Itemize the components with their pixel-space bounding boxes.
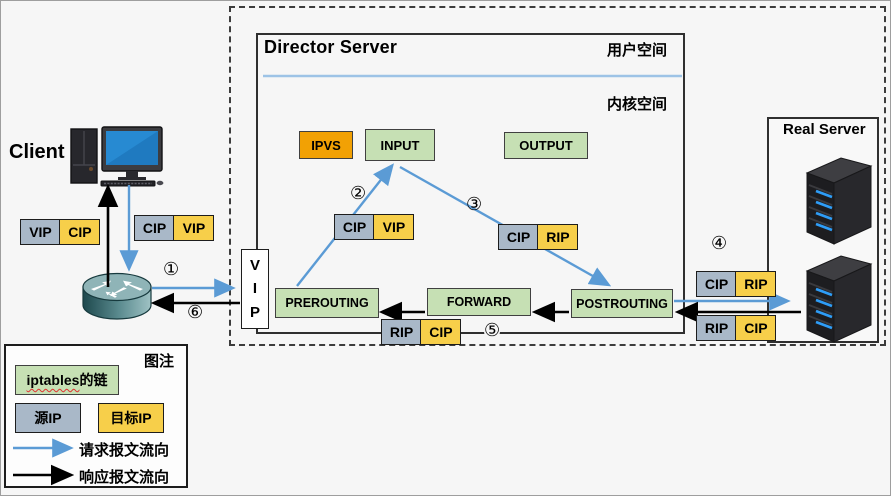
client-label: Client	[9, 141, 65, 163]
legend-title: 图注	[144, 353, 175, 370]
step-3-marker: ③	[466, 194, 483, 215]
legend-response-flow-label: 响应报文流向	[79, 469, 170, 486]
source-ip-cell: RIP	[696, 315, 737, 341]
dest-ip-cell: CIP	[420, 319, 462, 345]
ipvs-box: IPVS	[299, 131, 353, 159]
ip-pair-to-real-server: CIP RIP	[696, 271, 777, 297]
server-icon	[805, 255, 873, 343]
source-ip-cell: CIP	[134, 215, 175, 241]
ip-pair-request-from-client: CIP VIP	[134, 215, 215, 241]
source-ip-cell: CIP	[334, 214, 375, 240]
ip-pair-forward-response: RIP CIP	[381, 319, 462, 345]
router-icon	[82, 272, 152, 320]
source-ip-cell: RIP	[381, 319, 422, 345]
client-computer-icon	[70, 126, 164, 187]
dest-ip-cell: CIP	[59, 219, 101, 245]
dest-ip-cell: RIP	[537, 224, 579, 250]
vip-interface-box: V I P	[241, 249, 269, 329]
step-6-marker: ⑥	[187, 302, 204, 323]
dest-ip-cell: VIP	[173, 215, 215, 241]
server-icon	[805, 157, 873, 245]
ip-pair-input-to-postrouting: CIP RIP	[498, 224, 579, 250]
step-5-marker: ⑤	[484, 320, 501, 341]
legend-dest-ip-swatch: 目标IP	[98, 403, 164, 433]
source-ip-cell: CIP	[696, 271, 737, 297]
kernel-dashed-frame	[229, 6, 886, 346]
output-chain-box: OUTPUT	[504, 132, 588, 159]
forward-chain-box: FORWARD	[427, 288, 531, 316]
source-ip-cell: CIP	[498, 224, 539, 250]
vip-letter: P	[249, 303, 260, 321]
step-2-marker: ②	[350, 183, 367, 204]
legend-iptables-text: iptables	[26, 372, 80, 388]
dest-ip-cell: VIP	[373, 214, 415, 240]
dest-ip-cell: CIP	[735, 315, 777, 341]
user-space-label: 用户空间	[607, 42, 668, 59]
legend-source-ip-swatch: 源IP	[15, 403, 81, 433]
input-chain-box: INPUT	[365, 129, 435, 161]
step-1-marker: ①	[163, 259, 180, 280]
vip-letter: I	[252, 280, 258, 298]
dest-ip-cell: RIP	[735, 271, 777, 297]
real-server-title: Real Server	[783, 121, 866, 138]
director-title: Director Server	[264, 37, 398, 57]
step-4-marker: ④	[711, 233, 728, 254]
prerouting-chain-box: PREROUTING	[275, 288, 379, 318]
legend-request-flow-label: 请求报文流向	[79, 442, 170, 459]
director-server-box	[256, 33, 685, 334]
postrouting-chain-box: POSTROUTING	[571, 289, 673, 318]
source-ip-cell: VIP	[20, 219, 61, 245]
kernel-space-label: 内核空间	[607, 96, 668, 113]
vip-letter: V	[249, 257, 260, 275]
ip-pair-from-real-server: RIP CIP	[696, 315, 777, 341]
legend-chain-text: 的链	[79, 372, 108, 388]
ip-pair-response-to-client: VIP CIP	[20, 219, 101, 245]
ip-pair-prerouting-to-input: CIP VIP	[334, 214, 415, 240]
